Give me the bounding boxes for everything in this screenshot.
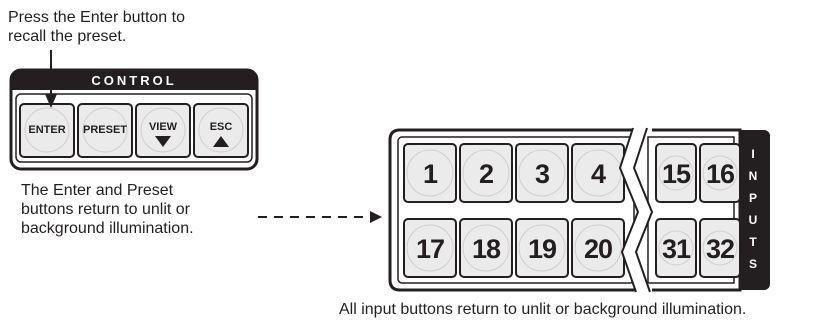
enter-instruction-line-2: recall the preset.: [8, 28, 127, 45]
input-button-19[interactable]: 19: [515, 218, 569, 278]
input-button-label: 32: [706, 234, 734, 264]
input-button-label: 20: [584, 234, 612, 264]
input-button-16[interactable]: 16: [699, 143, 741, 203]
inputs-letter: S: [749, 257, 757, 271]
inputs-letter: I: [751, 147, 754, 161]
inputs-letter: P: [749, 191, 757, 205]
input-button-label: 4: [591, 159, 606, 189]
preset-button[interactable]: PRESET: [77, 103, 133, 158]
input-button-label: 2: [479, 159, 493, 189]
view-button-label: VIEW: [149, 121, 178, 133]
inputs-label-strip: [736, 130, 770, 290]
input-button-label: 18: [472, 234, 501, 264]
enter-button-label: ENTER: [28, 124, 65, 136]
up-triangle-icon: [213, 136, 229, 147]
input-button-label: 15: [662, 159, 691, 189]
input-button-2[interactable]: 2: [459, 143, 513, 203]
enter-instruction-line-1: Press the Enter button to: [8, 9, 185, 26]
dashed-flow-arrow: [258, 211, 382, 223]
inputs-letter: U: [749, 213, 758, 227]
control-panel-title: CONTROL: [91, 73, 176, 88]
control-result-line-3: background illumination.: [21, 220, 194, 237]
inputs-result-caption: All input buttons return to unlit or bac…: [339, 301, 747, 318]
inputs-letter: T: [749, 235, 757, 249]
input-button-20[interactable]: 20: [571, 218, 625, 278]
control-result-line-1: The Enter and Preset: [21, 182, 174, 199]
input-button-15[interactable]: 15: [655, 143, 697, 203]
input-button-label: 31: [662, 234, 691, 264]
inputs-panel: I N P U T S 1 2 3 4 15 16 17 18 19 20 31 32: [388, 127, 770, 293]
input-button-label: 17: [416, 234, 444, 264]
control-result-caption: The Enter and Preset buttons return to u…: [21, 181, 194, 238]
input-button-4[interactable]: 4: [571, 143, 625, 203]
down-triangle-icon: [155, 136, 171, 147]
input-button-3[interactable]: 3: [515, 143, 569, 203]
esc-button-label: ESC: [210, 121, 233, 133]
input-button-1[interactable]: 1: [403, 143, 457, 203]
esc-button[interactable]: ESC: [193, 103, 249, 158]
input-button-18[interactable]: 18: [459, 218, 513, 278]
panel-break: [620, 128, 652, 292]
input-button-32[interactable]: 32: [699, 218, 741, 278]
input-button-label: 19: [528, 234, 557, 264]
control-panel: CONTROL ENTER PRESET VIEW ESC: [9, 68, 259, 171]
preset-button-label: PRESET: [83, 124, 127, 136]
enter-button[interactable]: ENTER: [19, 103, 75, 158]
control-result-line-2: buttons return to unlit or: [21, 201, 190, 218]
enter-pointer-arrowhead-icon: [45, 94, 57, 108]
input-button-17[interactable]: 17: [403, 218, 457, 278]
inputs-side-label: I N P U T S: [749, 147, 758, 271]
enter-instruction-caption: Press the Enter button to recall the pre…: [8, 8, 185, 46]
input-button-label: 1: [423, 159, 438, 189]
view-button[interactable]: VIEW: [135, 103, 191, 158]
input-button-label: 16: [706, 159, 735, 189]
input-button-label: 3: [535, 159, 550, 189]
input-button-31[interactable]: 31: [655, 218, 697, 278]
inputs-letter: N: [749, 169, 758, 183]
